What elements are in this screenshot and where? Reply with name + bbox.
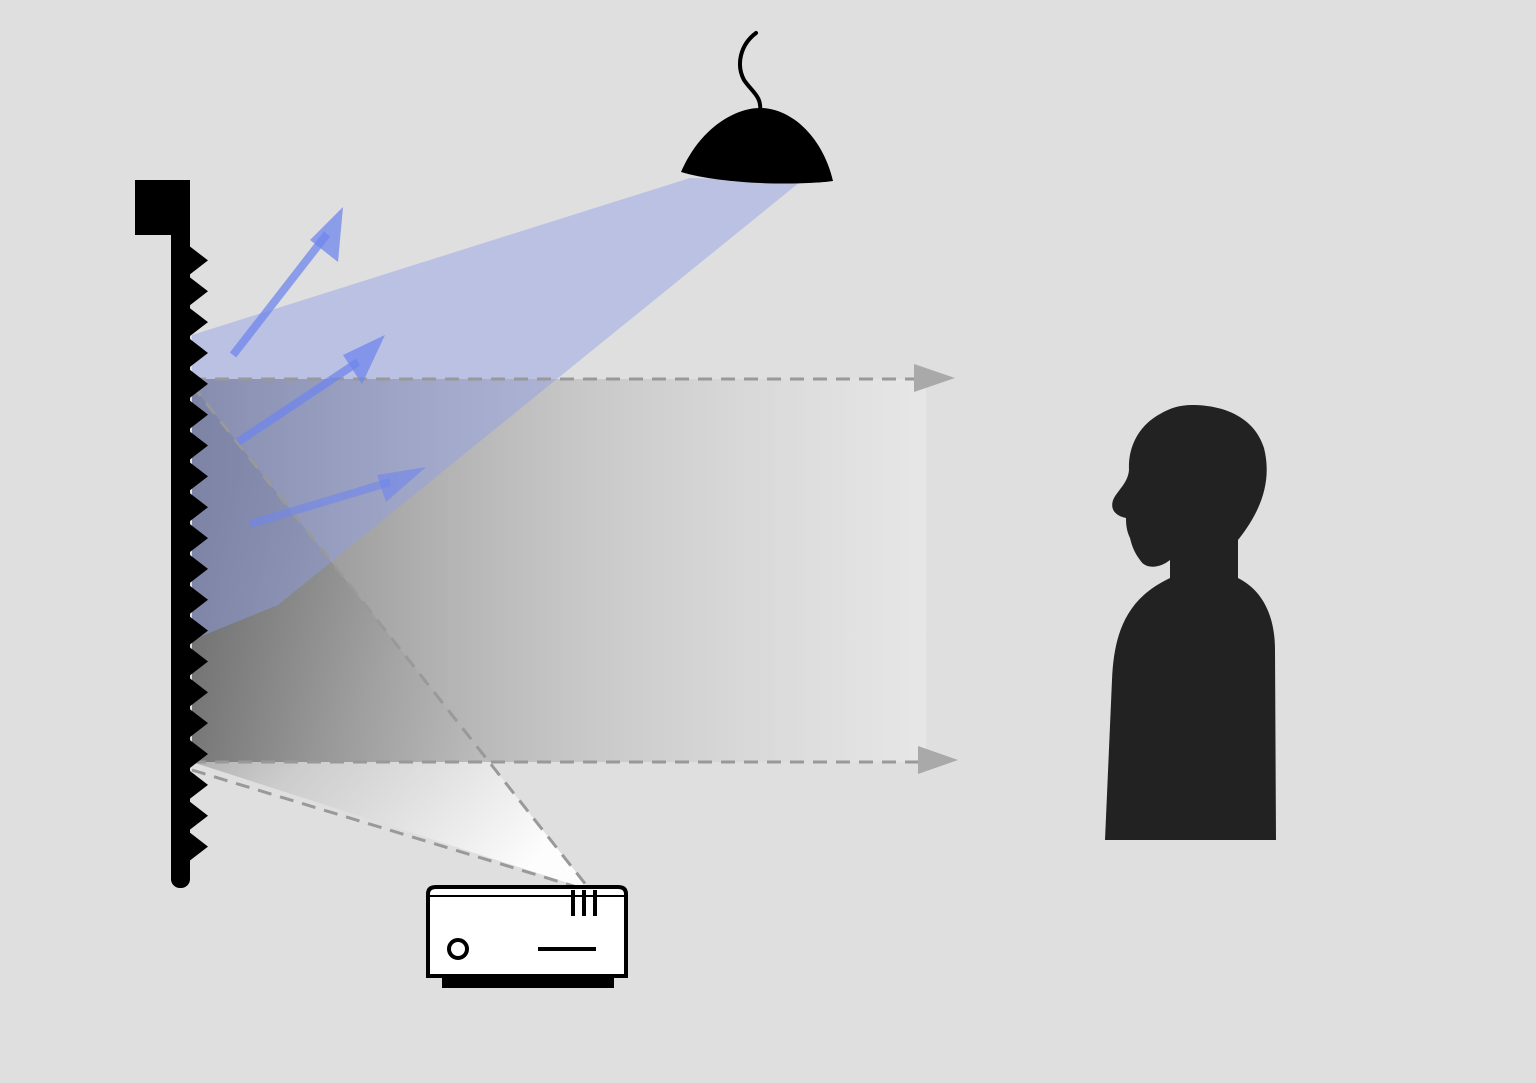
reflected-image-band	[192, 379, 926, 762]
lamp-shade	[681, 108, 833, 184]
sawtooth-screen	[135, 180, 208, 888]
dashed-guides	[190, 377, 918, 891]
reflection-arrow-3	[248, 467, 426, 528]
projector-vents	[571, 890, 597, 916]
screen-post	[171, 180, 190, 888]
reflection-arrow-1	[229, 207, 343, 358]
reflection-arrow-2	[235, 335, 385, 446]
lamp-cord	[738, 31, 763, 114]
guide-bottom-arrowhead	[918, 746, 958, 774]
person-silhouette-icon	[1105, 405, 1276, 840]
guide-cone-top	[190, 384, 592, 891]
ambient-light-cone	[192, 178, 800, 640]
ambient-reflection-arrows	[229, 207, 426, 528]
pendant-lamp-icon	[681, 31, 833, 184]
projector-lens-icon	[447, 938, 469, 960]
projector-icon	[426, 885, 628, 988]
guide-top-arrowhead	[914, 364, 955, 392]
projector-body	[426, 885, 628, 978]
